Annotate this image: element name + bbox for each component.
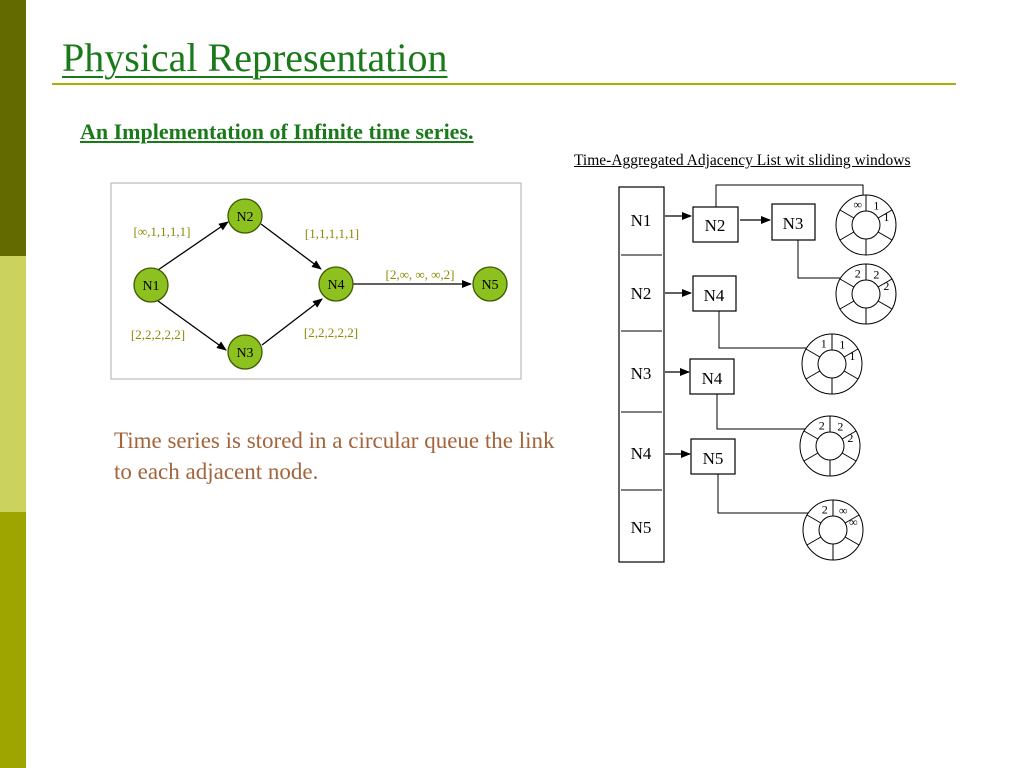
graph-node-n4: N4 bbox=[318, 266, 354, 302]
queue-inner-ring bbox=[817, 349, 847, 379]
queue-slot-divider bbox=[839, 300, 855, 310]
edge-n2-n4 bbox=[260, 223, 322, 270]
queue-slot-divider bbox=[803, 430, 819, 440]
edge-label-n1-n3: [2,2,2,2,2] bbox=[131, 327, 185, 342]
graph-node-n2: N2 bbox=[227, 198, 263, 234]
queue-slot-divider bbox=[877, 300, 893, 310]
circular-queue: ∞ 11 bbox=[835, 194, 897, 256]
queue-link bbox=[717, 474, 808, 514]
sidebar-band-light bbox=[0, 256, 26, 512]
list-cell-n4: N4 bbox=[631, 444, 652, 463]
graph-node-n1: N1 bbox=[133, 267, 169, 303]
sidebar-band-mid bbox=[0, 512, 26, 768]
edge-n1-n2 bbox=[157, 221, 229, 271]
queue-slot-value: 2 bbox=[837, 420, 843, 434]
title-divider bbox=[52, 83, 956, 85]
queue-slot-value: 2 bbox=[883, 279, 889, 293]
graph-diagram: N2 N1 N4 N5 N3 [∞,1,1,1,1] [1,1,1,1,1] [… bbox=[110, 182, 522, 380]
queue-slot-value: 2 bbox=[822, 503, 828, 517]
adjacency-caption: Time-Aggregated Adjacency List wit slidi… bbox=[574, 152, 911, 169]
edge-label-n4-n5: [2,∞, ∞, ∞,2] bbox=[386, 267, 455, 282]
queue-inner-ring bbox=[851, 210, 881, 240]
queue-slot-value: ∞ bbox=[839, 504, 848, 518]
slide-subtitle: An Implementation of Infinite time serie… bbox=[80, 119, 474, 144]
queue-slot-divider bbox=[843, 370, 859, 380]
list-cell-n3: N3 bbox=[631, 364, 652, 383]
queue-slot-value: 2 bbox=[819, 419, 825, 433]
queue-slot-value: 2 bbox=[873, 268, 879, 282]
edge-n1-n3 bbox=[157, 300, 227, 351]
graph-frame bbox=[110, 182, 522, 380]
queue-slot-divider bbox=[877, 209, 893, 219]
adjacency-list-column bbox=[618, 186, 665, 563]
queue-inner-ring bbox=[818, 515, 848, 545]
list-cell-n1: N1 bbox=[631, 211, 652, 230]
queue-slot-value: ∞ bbox=[849, 515, 858, 529]
entry-label: N3 bbox=[783, 214, 804, 233]
graph-node-label: N1 bbox=[142, 279, 159, 294]
queue-inner-ring bbox=[851, 279, 881, 309]
queue-slot-divider bbox=[839, 209, 855, 219]
queue-inner-ring bbox=[815, 431, 845, 461]
adjacency-diagram: N1 N2 N3 N4 N5 N2 N3 N4 N4 N5 bbox=[618, 184, 897, 563]
sidebar-band-dark bbox=[0, 0, 26, 256]
queue-slot-divider bbox=[839, 231, 855, 241]
queue-slot-value: 2 bbox=[847, 431, 853, 445]
entry-label: N2 bbox=[705, 216, 726, 235]
entry-n3-n4: N4 bbox=[689, 358, 735, 395]
queue-slot-divider bbox=[877, 231, 893, 241]
queue-slot-divider bbox=[803, 452, 819, 462]
entry-label: N4 bbox=[702, 369, 723, 388]
entry-n2-n4: N4 bbox=[692, 275, 737, 312]
sidebar-decoration bbox=[0, 0, 26, 768]
edge-n3-n4 bbox=[261, 298, 323, 346]
edge-label-n2-n4: [1,1,1,1,1] bbox=[305, 226, 359, 241]
queue-slot-divider bbox=[844, 536, 860, 546]
list-cell-n2: N2 bbox=[631, 284, 652, 303]
list-cell-n5: N5 bbox=[631, 518, 652, 537]
queue-slot-value: 1 bbox=[883, 210, 889, 224]
entry-n4-n5: N5 bbox=[690, 438, 736, 475]
graph-node-n3: N3 bbox=[227, 334, 263, 370]
queue-slot-value: ∞ bbox=[853, 198, 862, 212]
slide-title: Physical Representation bbox=[62, 35, 448, 80]
queue-slot-value: 2 bbox=[855, 267, 861, 281]
circular-queue: 2 ∞∞ bbox=[802, 499, 864, 561]
graph-node-label: N4 bbox=[327, 278, 344, 293]
description-text: Time series is stored in a circular queu… bbox=[114, 428, 555, 484]
graph-node-label: N2 bbox=[236, 210, 253, 225]
graph-node-label: N5 bbox=[481, 278, 498, 293]
queue-link bbox=[715, 184, 864, 207]
edge-label-n3-n4: [2,2,2,2,2] bbox=[304, 325, 358, 340]
entry-n1-n2: N2 bbox=[692, 206, 739, 243]
graph-node-n5: N5 bbox=[472, 266, 508, 302]
queue-slot-divider bbox=[841, 452, 857, 462]
edge-label-n1-n2: [∞,1,1,1,1] bbox=[134, 224, 191, 239]
queue-link bbox=[797, 240, 842, 279]
queue-slot-divider bbox=[839, 278, 855, 288]
queue-slot-divider bbox=[843, 348, 859, 358]
entry-n1-n3: N3 bbox=[771, 203, 816, 241]
queue-slot-divider bbox=[877, 278, 893, 288]
queue-slot-value: 1 bbox=[821, 337, 827, 351]
entry-label: N5 bbox=[703, 449, 724, 468]
queue-slot-divider bbox=[806, 514, 822, 524]
queue-slot-divider bbox=[805, 370, 821, 380]
queue-slot-value: 1 bbox=[849, 349, 855, 363]
graph-node-label: N3 bbox=[236, 346, 253, 361]
queue-slot-value: 1 bbox=[839, 338, 845, 352]
queue-link bbox=[718, 311, 807, 349]
queue-slot-divider bbox=[806, 536, 822, 546]
queue-link bbox=[716, 394, 806, 430]
queue-slot-value: 1 bbox=[873, 199, 879, 213]
queue-slot-divider bbox=[844, 514, 860, 524]
queue-slot-divider bbox=[841, 430, 857, 440]
queue-slot-divider bbox=[805, 348, 821, 358]
entry-label: N4 bbox=[704, 286, 725, 305]
